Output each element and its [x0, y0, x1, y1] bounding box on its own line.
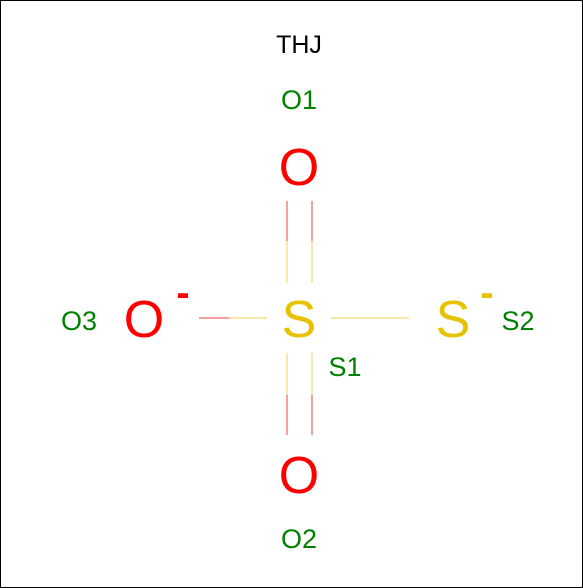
atom-label-o3: O3 — [61, 306, 97, 336]
bond-s1-o1 — [286, 201, 313, 283]
charge-o3: - — [176, 271, 189, 315]
atom-label-s1: S1 — [328, 352, 361, 382]
atom-symbol-o2: O — [279, 447, 319, 505]
bonds-group — [199, 201, 409, 435]
atom-s2[interactable]: S - S2 — [436, 271, 535, 349]
atom-o2[interactable]: O O2 — [279, 447, 319, 554]
atom-label-s2: S2 — [501, 306, 534, 336]
atom-label-o2: O2 — [281, 524, 317, 554]
atom-symbol-o3: O — [124, 291, 164, 349]
atom-s1[interactable]: S S1 — [282, 291, 362, 382]
molecule-title: THJ — [276, 31, 322, 59]
atom-o1[interactable]: O1 O — [279, 85, 319, 197]
atom-symbol-s1: S — [282, 291, 317, 349]
atom-symbol-s2: S — [436, 291, 471, 349]
atom-o3[interactable]: O3 O - — [61, 271, 190, 349]
charge-s2: - — [480, 271, 493, 315]
bond-s1-o2 — [286, 353, 313, 435]
atom-label-o1: O1 — [281, 85, 317, 115]
atom-symbol-o1: O — [279, 139, 319, 197]
